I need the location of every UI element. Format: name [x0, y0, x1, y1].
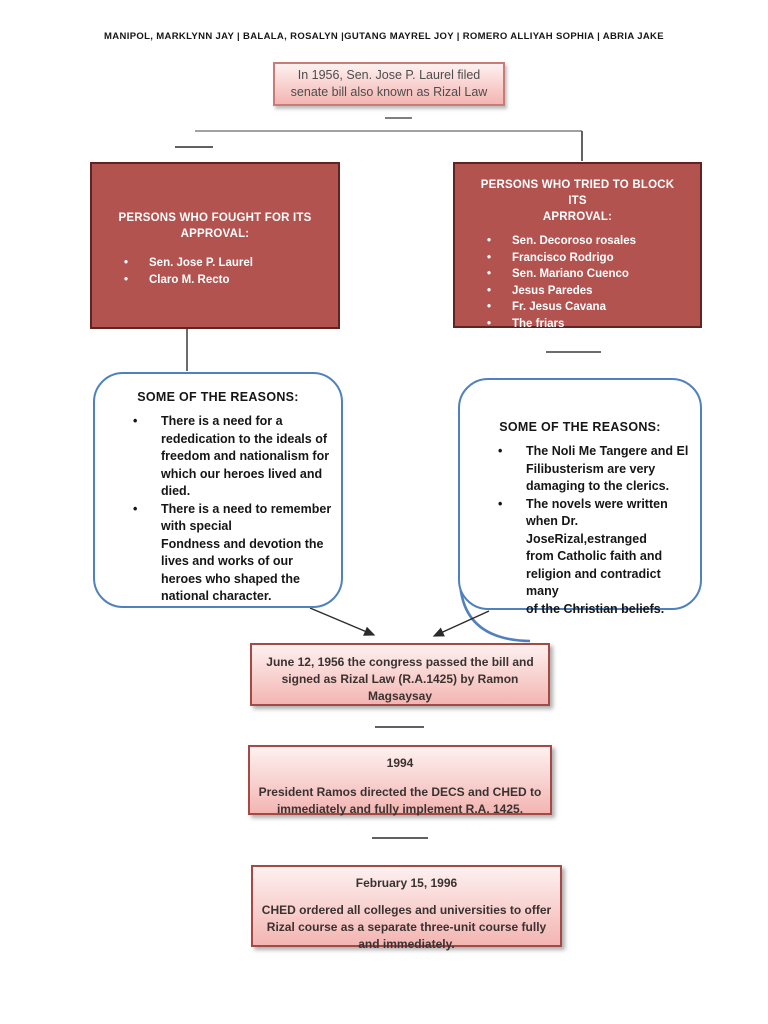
block-box-list: Sen. Decoroso rosalesFrancisco RodrigoSe…	[455, 233, 700, 332]
fought-for-approval-box: PERSONS WHO FOUGHT FOR ITS APPROVAL: Sen…	[90, 162, 340, 329]
box-1994: 1994 President Ramos directed the DECS a…	[248, 745, 552, 816]
box-1996-text: CHED ordered all colleges and universiti…	[261, 903, 552, 951]
authors-header: MANIPOL, MARKLYNN JAY | BALALA, ROSALYN …	[104, 31, 664, 42]
box-1996-title: February 15, 1996	[355, 876, 458, 890]
reasons-right-title: SOME OF THE REASONS:	[499, 420, 661, 434]
list-item: Sen. Decoroso rosales	[455, 233, 700, 250]
list-item: Sen. Jose P. Laurel	[92, 255, 338, 272]
bill-passed-box: June 12, 1956 the congress passed the bi…	[250, 643, 550, 706]
intro-box: In 1956, Sen. Jose P. Laurel filed senat…	[273, 62, 505, 106]
reasons-left-box: SOME OF THE REASONS: There is a need for…	[93, 372, 343, 608]
arrow-left-to-passed	[309, 607, 376, 636]
list-item: There is a need for a rededication to th…	[95, 413, 341, 501]
list-item: Jesus Paredes	[455, 283, 700, 300]
reasons-left-title: SOME OF THE REASONS:	[137, 390, 299, 404]
intro-text: In 1956, Sen. Jose P. Laurel filed senat…	[290, 68, 488, 99]
reasons-right-box: SOME OF THE REASONS: The Noli Me Tangere…	[458, 378, 702, 616]
fought-box-title: PERSONS WHO FOUGHT FOR ITS APPROVAL:	[118, 212, 312, 240]
list-item: Francisco Rodrigo	[455, 250, 700, 267]
list-item: The novels were written when Dr. JoseRiz…	[460, 496, 700, 619]
box-1994-text: President Ramos directed the DECS and CH…	[258, 785, 542, 816]
list-item: Fr. Jesus Cavana	[455, 299, 700, 316]
list-item: The Noli Me Tangere and El Filibusterism…	[460, 443, 700, 496]
reasons-left-list: There is a need for a rededication to th…	[95, 413, 341, 606]
box-1994-title: 1994	[386, 756, 414, 770]
block-box-title: PERSONS WHO TRIED TO BLOCK ITS APRROVAL:	[480, 179, 675, 223]
bill-passed-text: June 12, 1956 the congress passed the bi…	[266, 655, 534, 703]
list-item: Sen. Mariano Cuenco	[455, 266, 700, 283]
fought-box-list: Sen. Jose P. LaurelClaro M. Recto	[92, 255, 338, 288]
list-item: Claro M. Recto	[92, 272, 338, 289]
box-1996: February 15, 1996 CHED ordered all colle…	[251, 865, 562, 951]
list-item: The friars	[455, 316, 700, 333]
list-item: There is a need to remember with special…	[95, 501, 341, 606]
tried-to-block-box: PERSONS WHO TRIED TO BLOCK ITS APRROVAL:…	[453, 162, 702, 332]
reasons-right-list: The Noli Me Tangere and El Filibusterism…	[460, 443, 700, 618]
